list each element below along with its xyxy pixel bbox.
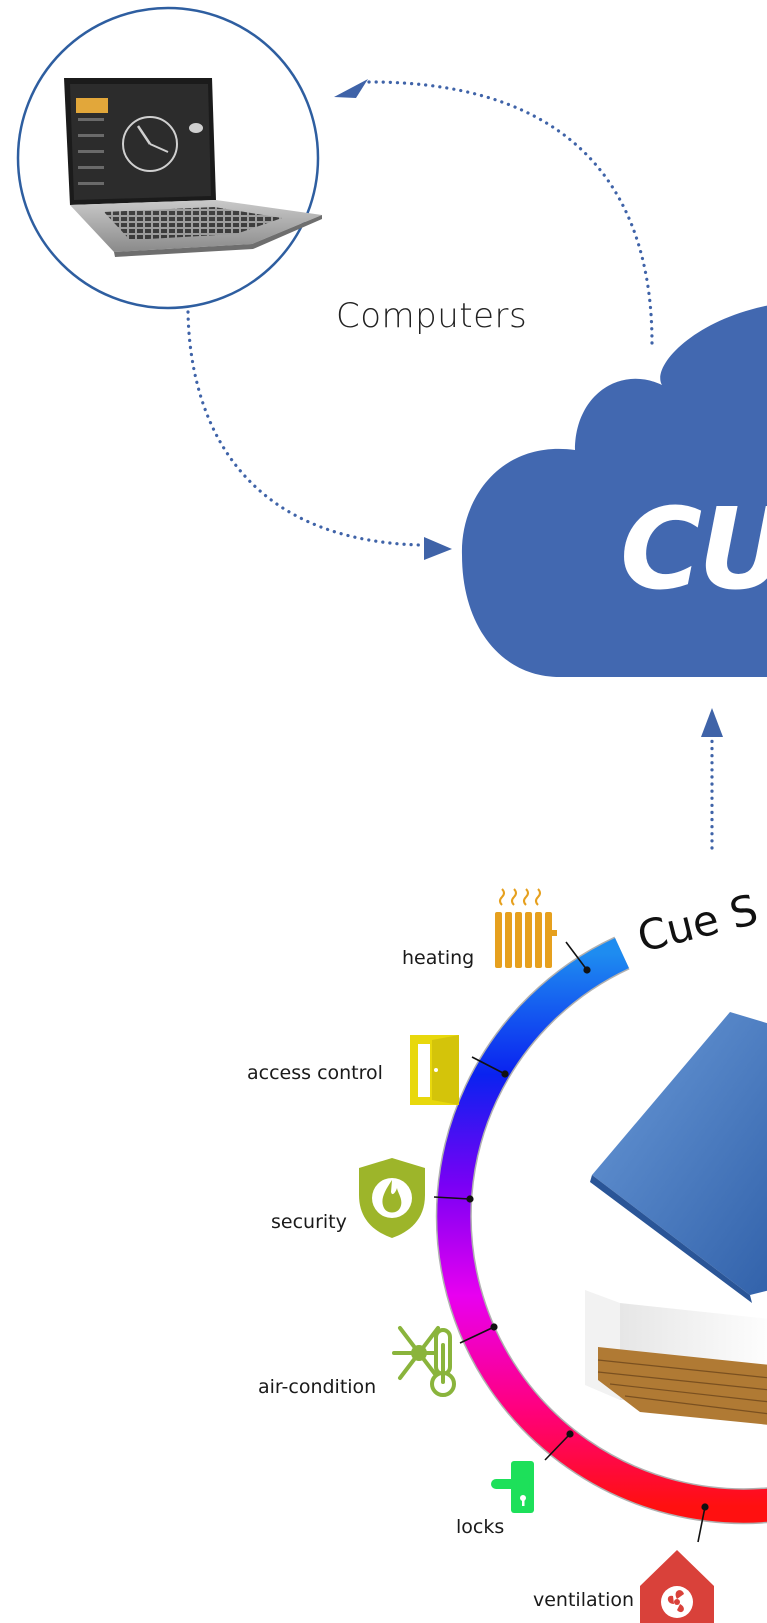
arrowhead-to-computer	[334, 79, 368, 98]
connector-arrows	[186, 80, 714, 850]
fan-house-icon	[640, 1550, 714, 1623]
feature-label-ventilation: ventilation	[533, 1589, 635, 1611]
door-icon	[410, 1035, 459, 1105]
arrowhead-to-cloud	[424, 537, 452, 560]
cloud-logo-text: CU	[620, 485, 767, 615]
fire-shield-icon	[359, 1158, 425, 1238]
snowflake-thermometer-icon	[392, 1326, 456, 1397]
cue-cloud: CU	[461, 305, 767, 677]
feature-label-access-control: access control	[247, 1062, 383, 1084]
feature-label-security: security	[271, 1211, 347, 1233]
arrowhead-up	[701, 708, 723, 737]
feature-label-air-condition: air-condition	[258, 1376, 377, 1398]
feature-ring	[435, 936, 767, 1525]
feature-label-heating: heating	[402, 947, 475, 969]
laptop-icon	[64, 78, 322, 257]
ring-title: Cue S	[633, 885, 763, 962]
radiator-icon	[495, 888, 557, 968]
computer-node	[16, 6, 322, 310]
feature-ring-arc	[437, 938, 767, 1523]
feature-label-locks: locks	[456, 1516, 505, 1538]
computers-label: Computers	[336, 296, 528, 336]
house-illustration	[585, 1012, 767, 1425]
computer-to-cloud-connector	[186, 310, 422, 547]
feature-ticks	[433, 941, 709, 1543]
door-handle-icon	[491, 1461, 534, 1513]
